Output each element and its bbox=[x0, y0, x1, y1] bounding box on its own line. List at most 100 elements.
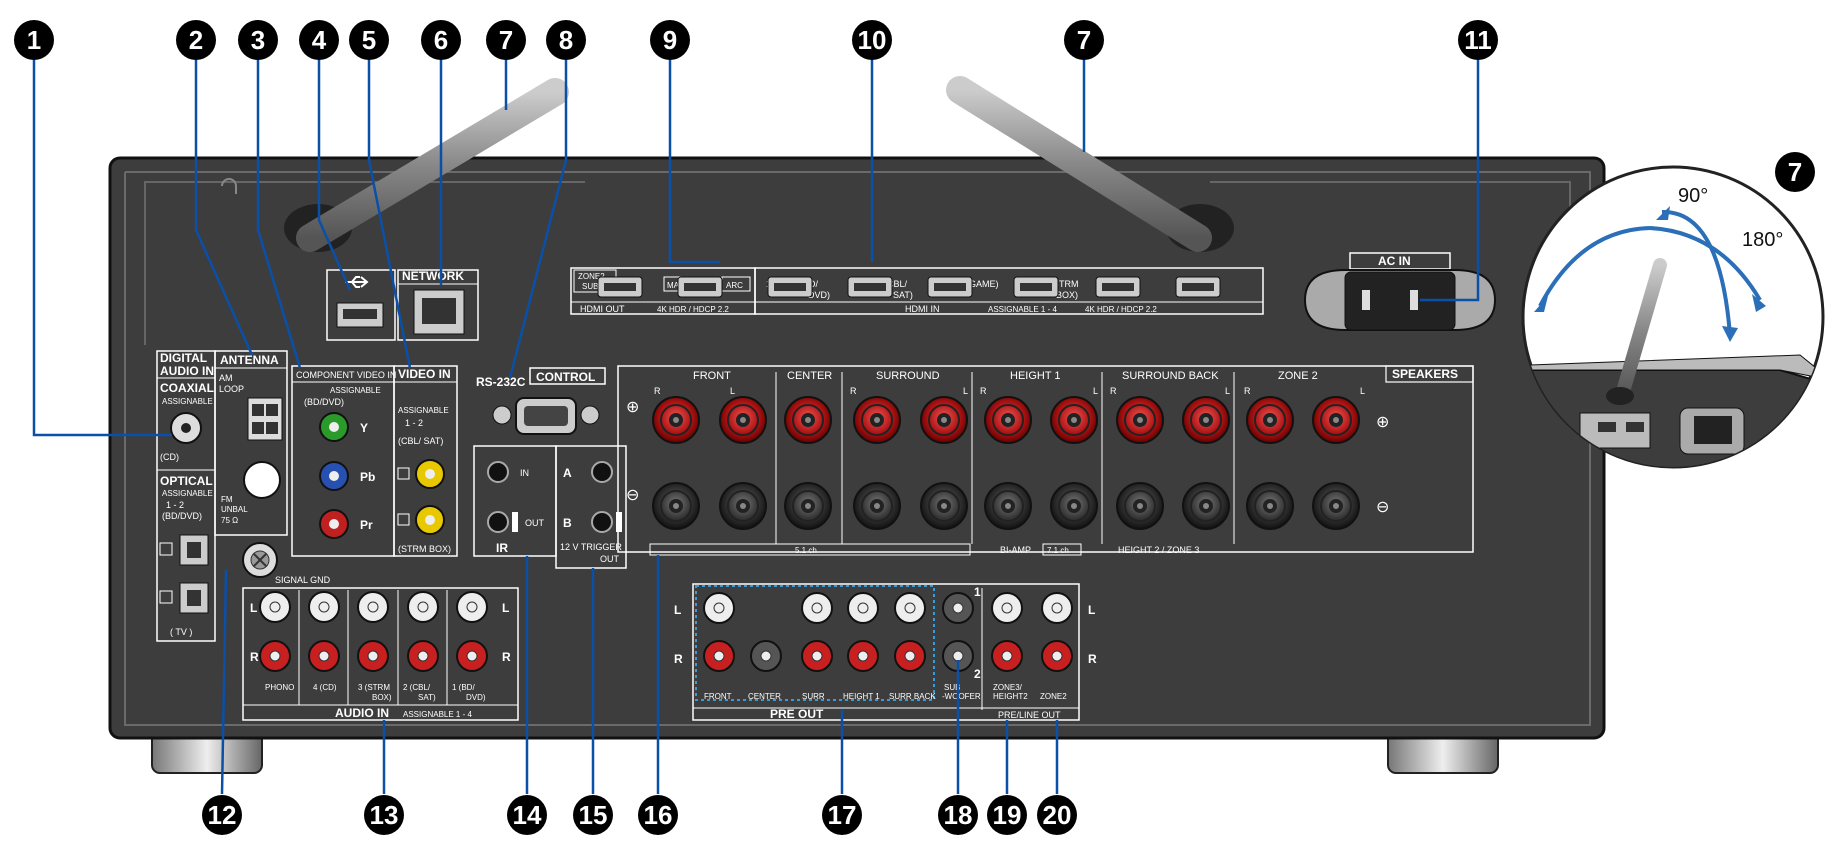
ohm-label: 75 Ω bbox=[221, 516, 238, 525]
speaker-terminal-black-6[interactable] bbox=[984, 482, 1032, 530]
fm-label: FM bbox=[221, 495, 233, 504]
pre-out-surr-l-jack[interactable] bbox=[801, 592, 833, 624]
pre-out-surrback-r-jack[interactable] bbox=[894, 640, 926, 672]
hdmi-port-4[interactable] bbox=[847, 276, 893, 298]
svg-text:3: 3 bbox=[251, 25, 265, 55]
hdmi-port-8[interactable] bbox=[1175, 276, 1221, 298]
speaker-terminal-black-2[interactable] bbox=[719, 482, 767, 530]
speaker-terminal-black-5[interactable] bbox=[920, 482, 968, 530]
speaker-terminal-red-8[interactable] bbox=[1116, 396, 1164, 444]
speaker-terminal-red-9[interactable] bbox=[1182, 396, 1230, 444]
pre-out-surrback-l-jack[interactable] bbox=[894, 592, 926, 624]
signal-gnd-label: SIGNAL GND bbox=[275, 575, 331, 585]
callout-top-6: 6 bbox=[421, 20, 461, 60]
optical-assignable-label: ASSIGNABLE bbox=[162, 489, 213, 498]
hdmi-main-label: MAIN bbox=[667, 281, 687, 290]
trigger-a-jack[interactable] bbox=[591, 461, 613, 483]
trigger-b-jack[interactable] bbox=[591, 511, 613, 533]
pre-out-dotted-group bbox=[695, 585, 935, 701]
svg-text:10: 10 bbox=[858, 25, 887, 55]
audio-in-jack-l-5[interactable] bbox=[456, 591, 488, 623]
speaker-terminal-black-10[interactable] bbox=[1246, 482, 1294, 530]
control-label: CONTROL bbox=[536, 370, 595, 384]
hdmi-port-5[interactable] bbox=[927, 276, 973, 298]
pre-out-surr-r-jack[interactable] bbox=[801, 640, 833, 672]
ir-out-jack[interactable] bbox=[487, 511, 509, 533]
speaker-terminal-red-1[interactable] bbox=[652, 396, 700, 444]
pre-out-height1-r-jack[interactable] bbox=[847, 640, 879, 672]
video-assignable-label: ASSIGNABLE bbox=[398, 406, 449, 415]
audio-label-sat: SAT) bbox=[418, 693, 436, 702]
fm-terminal[interactable] bbox=[243, 461, 281, 499]
pre-out-subwoofer-1-jack[interactable] bbox=[942, 592, 974, 624]
audio-in-jack-r-5[interactable] bbox=[456, 640, 488, 672]
callout-top-8: 8 bbox=[546, 20, 586, 60]
audio-in-jack-r-1[interactable] bbox=[259, 640, 291, 672]
speaker-terminal-red-3[interactable] bbox=[784, 396, 832, 444]
svg-text:14: 14 bbox=[513, 800, 542, 830]
hdmi-sub-label: SUB bbox=[582, 282, 598, 291]
speaker-terminal-red-5[interactable] bbox=[920, 396, 968, 444]
sp-surround-label: SURROUND bbox=[876, 370, 940, 382]
chassis-hole bbox=[221, 178, 237, 194]
speaker-terminal-red-6[interactable] bbox=[984, 396, 1032, 444]
svg-text:DVD): DVD) bbox=[808, 290, 830, 300]
zone2-l-jack[interactable] bbox=[1041, 592, 1073, 624]
speaker-terminal-red-11[interactable] bbox=[1312, 396, 1360, 444]
hdmi-port-2[interactable] bbox=[677, 276, 723, 298]
ir-in-jack[interactable] bbox=[487, 461, 509, 483]
speaker-terminal-red-4[interactable] bbox=[853, 396, 901, 444]
hdmi-port-1[interactable] bbox=[597, 276, 643, 298]
audio-in-jack-r-4[interactable] bbox=[407, 640, 439, 672]
coaxial-assignable-label: ASSIGNABLE bbox=[162, 397, 213, 406]
audio-label-dvd: DVD) bbox=[466, 693, 486, 702]
control-section: RS-232C CONTROL IN OUT IR A B 12 V TRIGG… bbox=[473, 367, 627, 569]
audio-in-label: AUDIO IN bbox=[335, 706, 389, 720]
svg-text:20: 20 bbox=[1043, 800, 1072, 830]
svg-text:1: 1 bbox=[27, 25, 41, 55]
pre-out-height1-l-jack[interactable] bbox=[847, 592, 879, 624]
sp-center-label: CENTER bbox=[787, 370, 832, 382]
hdmi-port-6[interactable] bbox=[1013, 276, 1059, 298]
pre-out-center-jack[interactable] bbox=[750, 640, 782, 672]
svg-text:13: 13 bbox=[370, 800, 399, 830]
speaker-terminal-black-8[interactable] bbox=[1116, 482, 1164, 530]
hdmi-port-3[interactable] bbox=[767, 276, 813, 298]
speaker-terminal-black-11[interactable] bbox=[1312, 482, 1360, 530]
callout-top-4: 4 bbox=[299, 20, 339, 60]
speaker-terminal-black-7[interactable] bbox=[1050, 482, 1098, 530]
pre-out-subwoofer-2-jack[interactable] bbox=[942, 640, 974, 672]
speaker-terminal-black-4[interactable] bbox=[853, 482, 901, 530]
speaker-terminal-red-7[interactable] bbox=[1050, 396, 1098, 444]
audio-in-jack-l-2[interactable] bbox=[308, 591, 340, 623]
zone2-r-jack[interactable] bbox=[1041, 640, 1073, 672]
speaker-terminal-black-9[interactable] bbox=[1182, 482, 1230, 530]
audio-in-jack-l-1[interactable] bbox=[259, 591, 291, 623]
audio-in-jack-l-4[interactable] bbox=[407, 591, 439, 623]
svg-text:19: 19 bbox=[993, 800, 1022, 830]
zone3-height2-l-jack[interactable] bbox=[991, 592, 1023, 624]
zone3-height2-r-jack[interactable] bbox=[991, 640, 1023, 672]
speaker-terminal-black-3[interactable] bbox=[784, 482, 832, 530]
pre-out-front-r-jack[interactable] bbox=[703, 640, 735, 672]
speaker-terminal-red-2[interactable] bbox=[719, 396, 767, 444]
svg-text:-WOOFER: -WOOFER bbox=[942, 692, 981, 701]
svg-text:L: L bbox=[674, 603, 681, 617]
pre-out-front-l-jack[interactable] bbox=[703, 592, 735, 624]
sp-front-label: FRONT bbox=[693, 370, 731, 382]
audio-in-jack-r-2[interactable] bbox=[308, 640, 340, 672]
svg-text:R: R bbox=[502, 650, 511, 664]
speaker-terminal-black-1[interactable] bbox=[652, 482, 700, 530]
optical-bddvd-label: (BD/DVD) bbox=[162, 511, 202, 521]
audio-in-assign-label: ASSIGNABLE 1 - 4 bbox=[403, 710, 472, 719]
svg-text:R: R bbox=[1088, 652, 1097, 666]
audio-in-jack-l-3[interactable] bbox=[357, 591, 389, 623]
audio-in-jack-r-3[interactable] bbox=[357, 640, 389, 672]
speaker-channel-letter: R bbox=[1110, 386, 1117, 396]
callout-bottom-6: 17 bbox=[822, 795, 862, 835]
svg-text:5: 5 bbox=[362, 25, 376, 55]
usb-icon bbox=[345, 276, 369, 288]
speaker-terminal-red-10[interactable] bbox=[1246, 396, 1294, 444]
hdmi-port-7[interactable] bbox=[1095, 276, 1141, 298]
component-video-in-section: COMPONENT VIDEO IN ASSIGNABLE (BD/DVD) Y… bbox=[291, 365, 396, 557]
